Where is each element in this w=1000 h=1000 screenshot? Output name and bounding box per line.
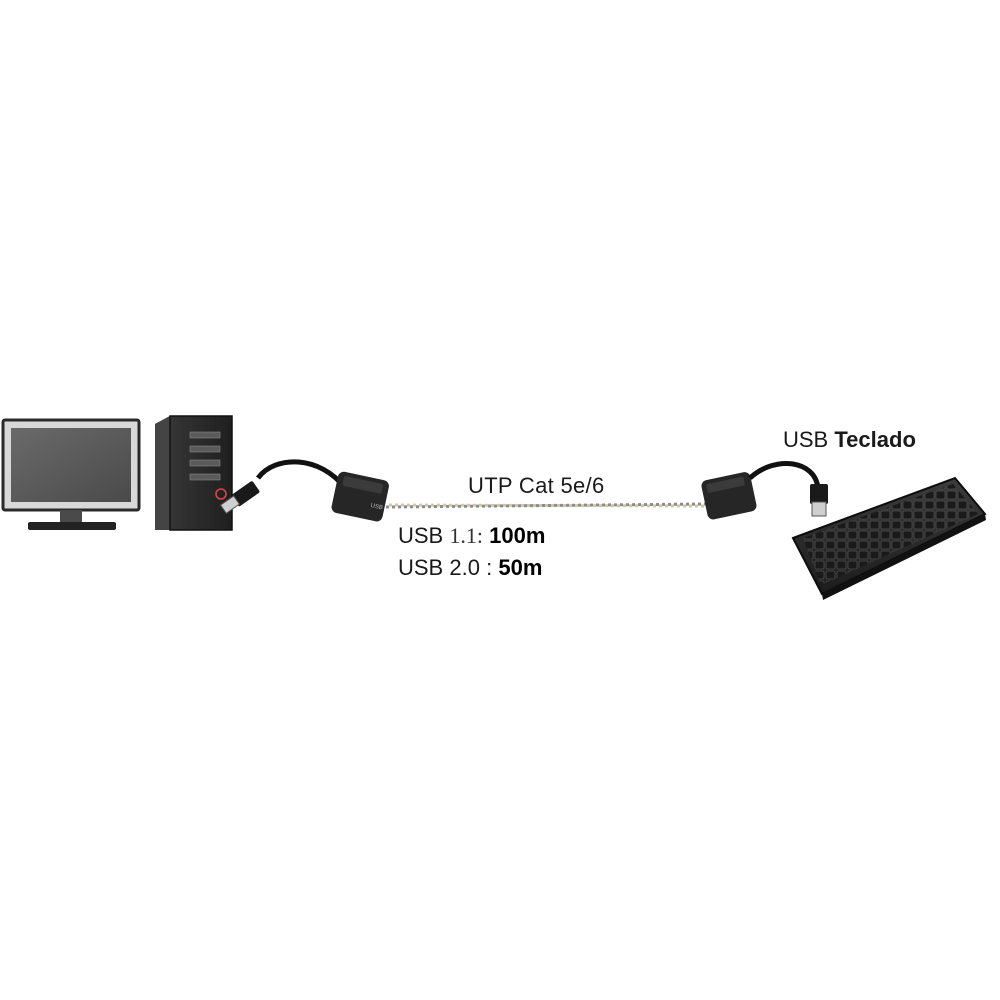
svg-text:USB: USB xyxy=(370,503,383,511)
spec-usb11: USB 1.1: 100m xyxy=(398,525,545,547)
device-prefix: USB xyxy=(783,427,829,452)
cable-type-label: UTP Cat 5e/6 xyxy=(468,473,605,498)
usb-plug-icon xyxy=(748,461,828,517)
spec-prefix: USB xyxy=(398,523,444,548)
spec-distance: 50m xyxy=(498,555,543,580)
spec-version: 2.0 xyxy=(449,555,480,580)
utp-cable xyxy=(385,502,707,509)
spec-usb20: USB 2.0 : 50m xyxy=(398,557,542,579)
device-name: Teclado xyxy=(834,427,916,452)
keyboard-icon xyxy=(791,476,987,600)
spec-prefix: USB xyxy=(398,555,444,580)
usb-extender-icon: USB xyxy=(331,471,389,522)
usb-extender-icon xyxy=(701,472,757,520)
usb-plug-icon xyxy=(219,459,347,514)
spec-distance: 100m xyxy=(489,523,546,548)
spec-version: 1.1 xyxy=(449,523,477,548)
monitor-icon xyxy=(1,418,141,530)
spec-separator: : xyxy=(476,523,483,548)
device-label: USB Teclado xyxy=(783,429,916,451)
pc-tower-icon xyxy=(155,415,233,531)
spec-separator: : xyxy=(486,555,493,580)
